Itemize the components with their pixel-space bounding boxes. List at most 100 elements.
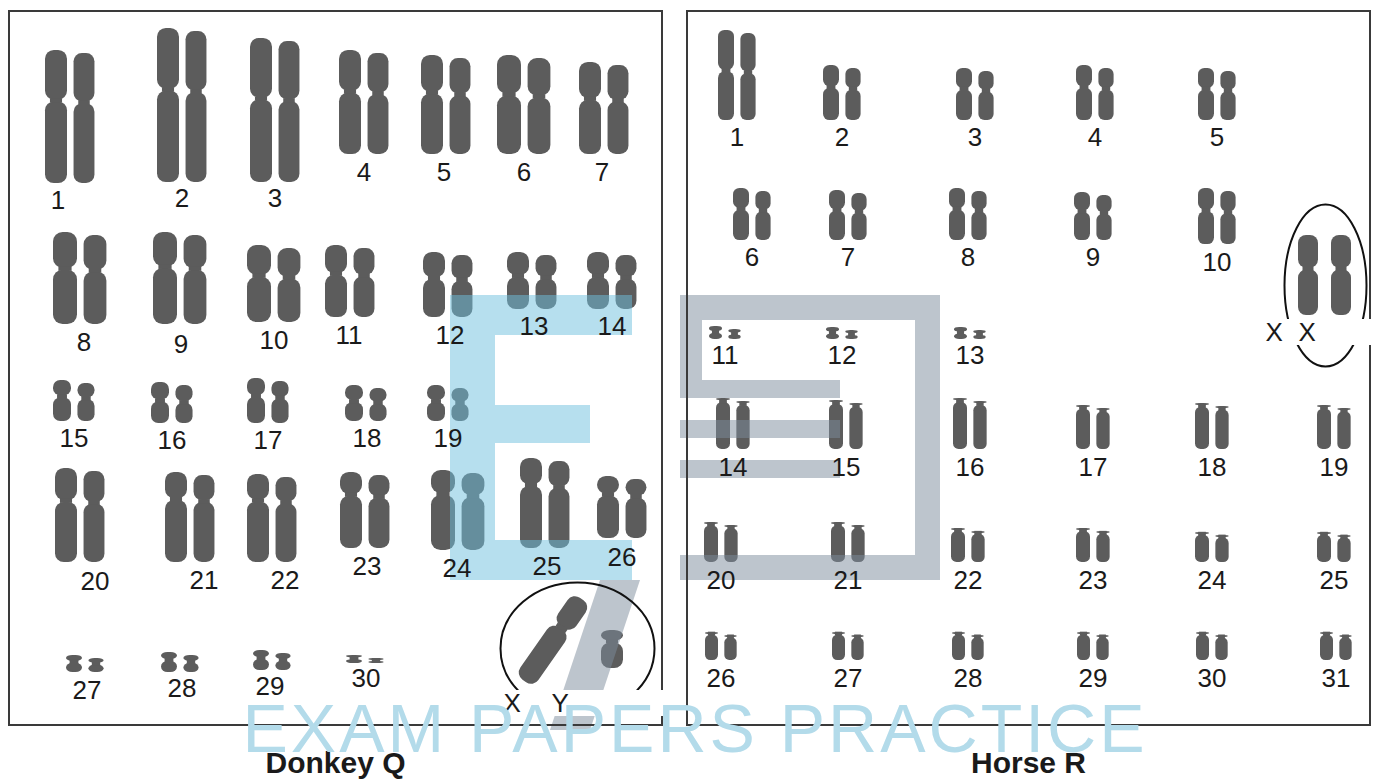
chromosome-arm: [1220, 213, 1235, 244]
chromosome-arm: [953, 402, 967, 449]
chromosome: [1317, 405, 1331, 449]
chromosome-arm: [536, 255, 557, 277]
centromere: [727, 635, 734, 639]
chromosome-arm: [528, 58, 551, 95]
watermark-text: EXAM PAPERS PRACTICE: [242, 694, 1147, 762]
watermark-logo: [450, 295, 940, 730]
chromosome: [369, 475, 390, 548]
centromere: [848, 332, 855, 336]
centromere: [957, 330, 964, 334]
chromosome-arm: [718, 30, 734, 70]
chromosome-arm: [597, 496, 619, 538]
chromosome-number: 24: [443, 555, 472, 581]
chromosome-number: 8: [77, 329, 91, 355]
chromosome-arm: [507, 252, 529, 275]
centromere: [170, 497, 182, 501]
centromere: [602, 493, 614, 497]
centromere: [976, 402, 983, 406]
chromosome-arm: [53, 397, 71, 421]
chromosome-arm: [271, 399, 288, 423]
chromosome-arm: [53, 270, 77, 324]
centromere: [854, 525, 861, 529]
chromosome: [1076, 528, 1090, 562]
logo-bar: [680, 295, 940, 320]
chromosome: [194, 475, 215, 562]
chromosome: [369, 388, 386, 421]
chromosome-arm: [1220, 92, 1235, 120]
chromosome-arm: [1198, 211, 1214, 244]
chromosome-arm: [74, 53, 95, 101]
chromosome-arm: [1337, 538, 1350, 562]
chromosome: [84, 235, 107, 324]
centromere: [502, 93, 515, 97]
centromere: [1080, 632, 1087, 636]
centromere: [525, 483, 537, 487]
chromosome-arm: [845, 68, 860, 88]
chromosome-number: 29: [1079, 665, 1108, 691]
centromere: [81, 396, 90, 400]
chromosome-number: 22: [271, 567, 300, 593]
centromere: [1224, 210, 1232, 214]
chromosome-arm: [186, 31, 207, 90]
chromosome-number: 31: [1322, 665, 1351, 691]
chromosome-arm: [1317, 535, 1331, 562]
chromosome-number: 5: [1210, 124, 1224, 150]
centromere: [612, 99, 623, 103]
centromere: [431, 399, 441, 403]
chromosome-arm: [45, 102, 67, 183]
chromosome-number: 10: [1203, 249, 1232, 275]
chromosome-arm: [427, 402, 445, 421]
chromosome-arm: [369, 404, 386, 421]
chromosome-arm: [55, 468, 77, 500]
centromere: [1218, 535, 1225, 539]
chromosome: [450, 58, 471, 154]
centromere: [739, 402, 746, 406]
chromosome: [528, 58, 551, 154]
chromosome: [325, 245, 347, 317]
chromosome-arm: [1220, 191, 1235, 211]
chromosome-arm: [832, 635, 845, 660]
chromosome-number: 11: [336, 322, 363, 348]
chromosome-number: 23: [353, 553, 382, 579]
chromosome-arm: [1096, 534, 1109, 562]
chromosome-arm: [77, 399, 94, 421]
chromosome-arm: [354, 248, 375, 275]
chromosome-arm: [1331, 270, 1351, 315]
chromosome: [175, 385, 192, 423]
chromosome-arm: [515, 622, 570, 687]
chromosome-arm: [608, 65, 629, 100]
centromere: [436, 492, 449, 496]
chromosome-arm: [66, 663, 82, 672]
chromosome: [157, 28, 179, 182]
chromosome-arm: [733, 210, 749, 240]
centromere: [1320, 532, 1328, 536]
centromere: [1336, 267, 1347, 271]
chromosome-number: 7: [595, 159, 609, 185]
chromosome: [1077, 632, 1090, 660]
chromosome-arm: [278, 279, 301, 322]
centromere: [833, 208, 842, 212]
chromosome-number: 5: [437, 159, 451, 185]
chromosome-number: 26: [608, 544, 637, 570]
chromosome-arm: [956, 90, 972, 120]
chromosome: [354, 248, 375, 317]
chromosome-arm: [978, 92, 993, 120]
chromosome-arm: [250, 38, 272, 97]
chromosome-arm: [845, 90, 860, 120]
chromosome-number: 24: [1198, 567, 1227, 593]
chromosome: [74, 53, 95, 183]
chromosome-arm: [829, 211, 845, 240]
chromosome-arm: [340, 472, 362, 494]
centromere: [974, 635, 981, 639]
chromosome: [421, 55, 443, 154]
centromere: [70, 660, 79, 664]
centromere: [1079, 528, 1087, 532]
chromosome-arm: [949, 188, 965, 208]
chromosome-arm: [77, 383, 94, 397]
chromosome-arm: [1215, 410, 1228, 449]
chromosome: [184, 235, 207, 324]
centromere: [1100, 211, 1108, 215]
chromosome-arm: [84, 504, 105, 562]
